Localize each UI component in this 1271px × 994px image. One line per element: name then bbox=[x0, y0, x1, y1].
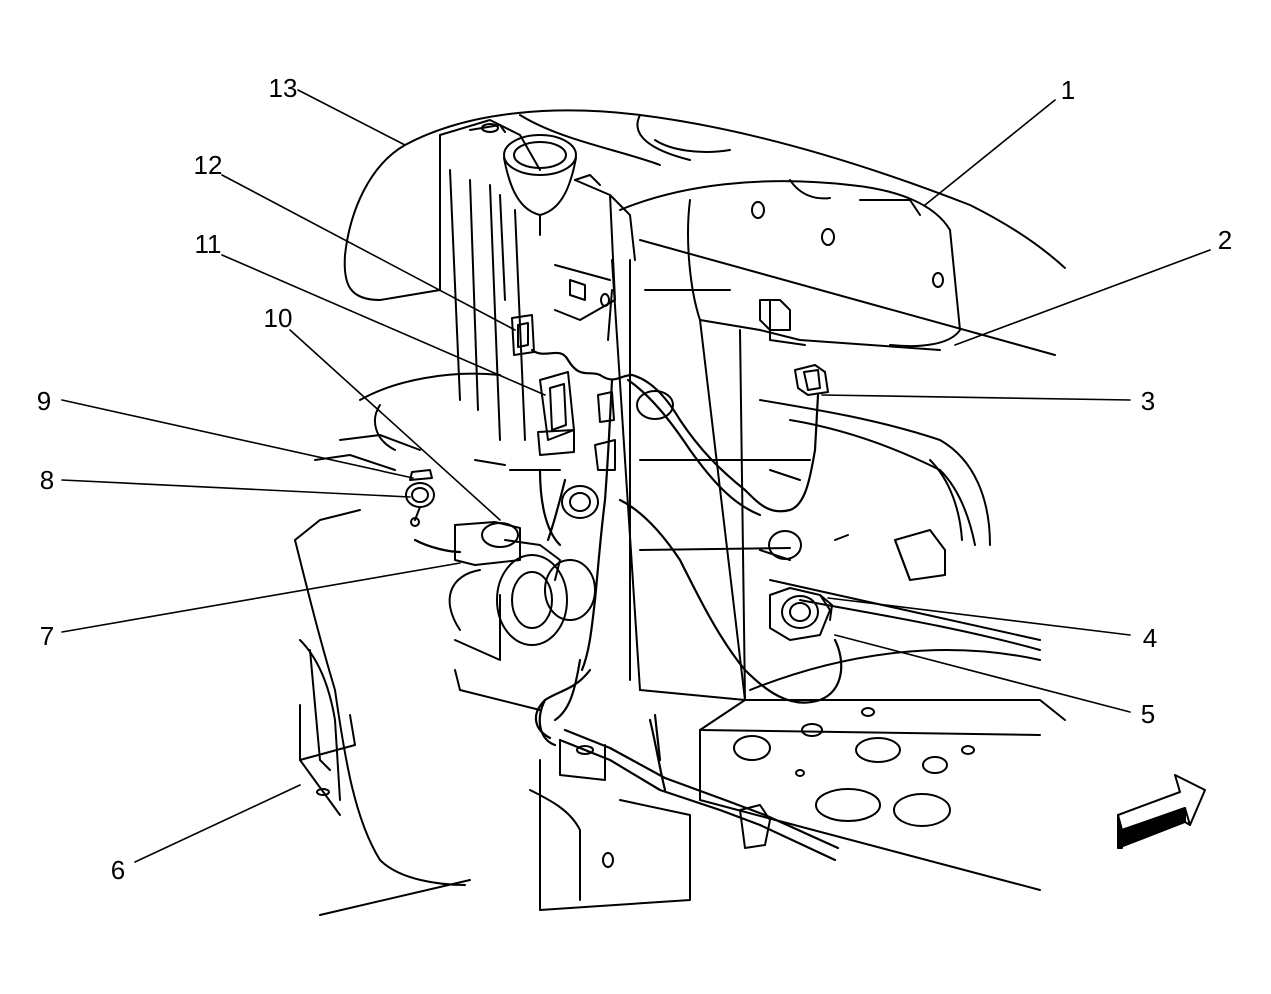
callout-10: 10 bbox=[263, 303, 293, 333]
leader-line-9 bbox=[61, 399, 414, 479]
callout-12: 12 bbox=[193, 150, 223, 180]
left-fender bbox=[294, 372, 501, 916]
callout-5: 5 bbox=[1140, 699, 1156, 729]
leader-line-7 bbox=[61, 562, 461, 633]
leader-line-12 bbox=[221, 174, 516, 331]
callout-4: 4 bbox=[1142, 623, 1158, 653]
callout-1: 1 bbox=[1060, 75, 1076, 105]
leader-line-6 bbox=[134, 784, 301, 863]
hood-outline bbox=[343, 109, 1066, 301]
leader-lines bbox=[61, 89, 1211, 863]
radiator-support bbox=[439, 119, 636, 681]
coolant-reservoir bbox=[469, 123, 601, 236]
rear-structure bbox=[636, 390, 991, 581]
callout-2: 2 bbox=[1217, 225, 1233, 255]
forward-arrow-icon bbox=[1117, 774, 1206, 849]
leader-line-10 bbox=[289, 329, 501, 521]
horn-component bbox=[769, 587, 833, 641]
callout-3: 3 bbox=[1140, 386, 1156, 416]
leader-line-1 bbox=[924, 99, 1056, 206]
callout-11: 11 bbox=[194, 229, 222, 259]
connectors-upper bbox=[511, 299, 829, 471]
callout-9: 9 bbox=[36, 386, 52, 416]
callout-13: 13 bbox=[268, 73, 298, 103]
headlamp-components bbox=[405, 459, 599, 646]
callout-7: 7 bbox=[39, 621, 55, 651]
fender-inner bbox=[619, 139, 1056, 356]
wiring-harness bbox=[413, 348, 843, 862]
callout-8: 8 bbox=[39, 465, 55, 495]
leader-line-3 bbox=[821, 394, 1131, 401]
frame-rail bbox=[699, 579, 1066, 891]
leader-line-4 bbox=[827, 597, 1131, 636]
leader-line-13 bbox=[297, 89, 406, 146]
leader-line-8 bbox=[61, 479, 411, 498]
lower-support bbox=[454, 669, 771, 911]
leader-line-5 bbox=[834, 634, 1131, 713]
leader-line-2 bbox=[954, 249, 1211, 346]
leader-line-11 bbox=[221, 254, 546, 396]
callout-6: 6 bbox=[110, 855, 126, 885]
